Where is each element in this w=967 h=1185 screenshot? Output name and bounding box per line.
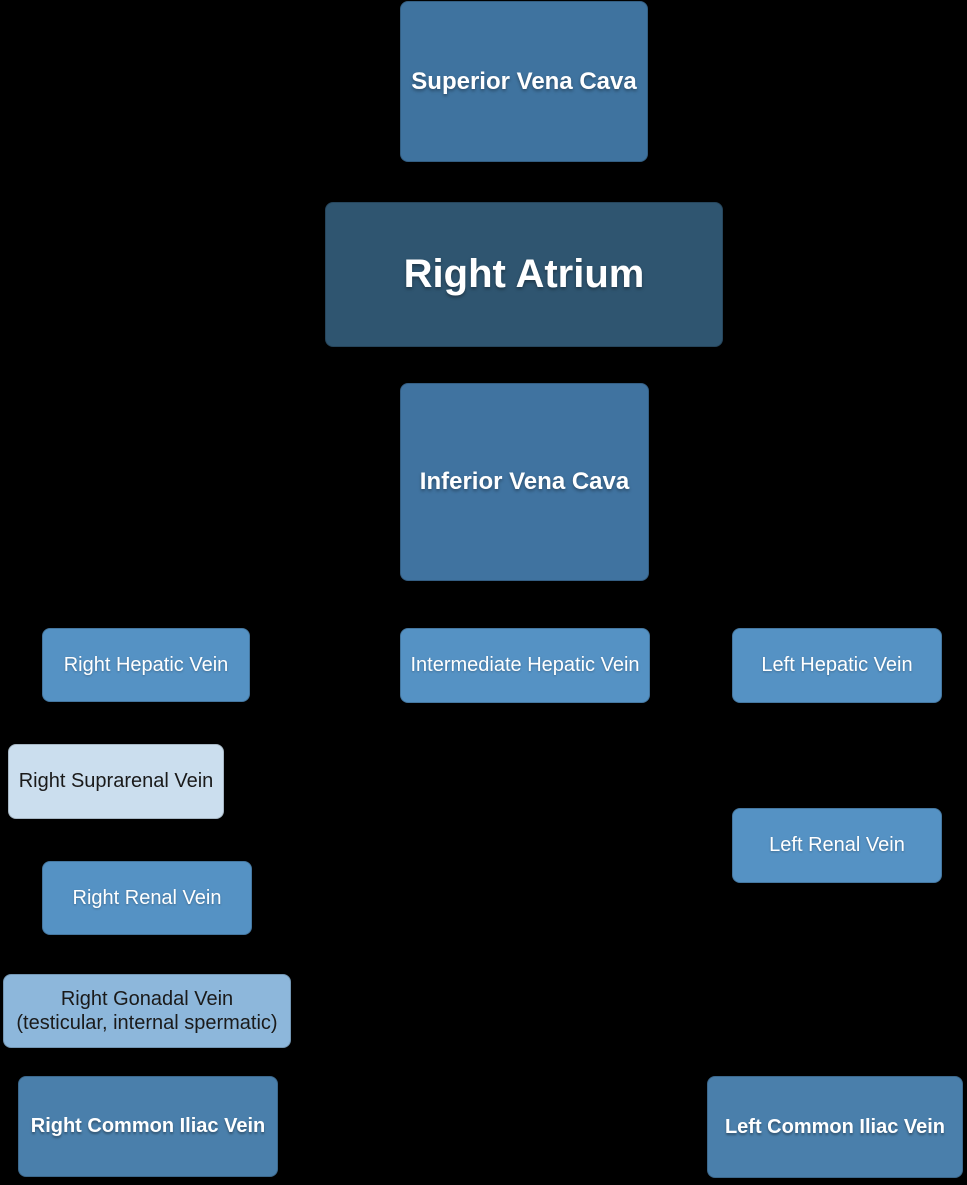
node-inferior-vena-cava: Inferior Vena Cava	[400, 383, 649, 581]
node-right-atrium: Right Atrium	[325, 202, 723, 347]
node-right-hepatic-vein: Right Hepatic Vein	[42, 628, 250, 702]
node-label: Right Renal Vein	[72, 886, 222, 909]
node-label: Left Renal Vein	[769, 834, 905, 856]
node-label: Inferior Vena Cava	[419, 468, 630, 495]
node-superior-vena-cava: Superior Vena Cava	[400, 1, 648, 162]
node-right-gonadal-vein: Right Gonadal Vein (testicular, internal…	[3, 974, 291, 1048]
node-label: Left Common Iliac Vein	[724, 1115, 946, 1138]
node-left-common-iliac-vein: Left Common Iliac Vein	[707, 1076, 963, 1178]
node-left-hepatic-vein: Left Hepatic Vein	[732, 628, 942, 703]
node-label: Superior Vena Cava	[411, 67, 637, 95]
node-label: Right Gonadal Vein	[60, 987, 234, 1010]
node-right-common-iliac-vein: Right Common Iliac Vein	[18, 1076, 278, 1177]
node-sublabel: (testicular, internal spermatic)	[16, 1011, 278, 1034]
node-right-suprarenal-vein: Right Suprarenal Vein	[8, 744, 224, 819]
node-label: Right Common Iliac Vein	[30, 1115, 266, 1137]
node-label: Right Suprarenal Vein	[18, 770, 214, 792]
node-right-renal-vein: Right Renal Vein	[42, 861, 252, 935]
node-label: Intermediate Hepatic Vein	[410, 654, 640, 676]
node-left-renal-vein: Left Renal Vein	[732, 808, 942, 883]
node-label: Right Atrium	[403, 252, 645, 296]
node-intermediate-hepatic-vein: Intermediate Hepatic Vein	[400, 628, 650, 703]
node-label: Right Hepatic Vein	[63, 653, 229, 676]
node-label: Left Hepatic Vein	[761, 654, 913, 676]
